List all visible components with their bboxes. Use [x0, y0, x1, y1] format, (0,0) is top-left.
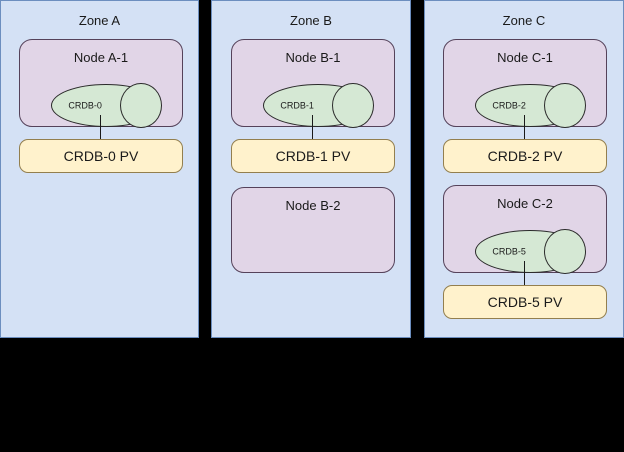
- database-cylinder-crdb-5[interactable]: CRDB-5: [475, 229, 586, 274]
- node-container-c-2[interactable]: Node C-2 CRDB-5: [443, 185, 607, 274]
- volume-label-crdb-2-pv: CRDB-2 PV: [487, 147, 563, 164]
- node-title-a-1: Node A-1: [73, 50, 129, 65]
- zone-container-c[interactable]: Zone C Node C-1 CRDB-2 CRDB-2 PV Node C-…: [424, 0, 624, 338]
- database-label-crdb-0: CRDB-0: [68, 100, 102, 110]
- database-label-crdb-1: CRDB-1: [280, 100, 314, 110]
- connector-node-b-1-to-crdb-1-pv: [312, 115, 313, 141]
- node-container-b-1[interactable]: Node B-1 CRDB-1: [231, 39, 395, 128]
- zone-title-b: Zone B: [290, 13, 332, 28]
- database-cylinder-crdb-0[interactable]: CRDB-0: [51, 83, 162, 128]
- node-title-b-1: Node B-1: [285, 50, 341, 65]
- node-title-c-1: Node C-1: [497, 50, 553, 65]
- connector-node-c-2-to-crdb-5-pv: [524, 261, 525, 287]
- volume-label-crdb-5-pv: CRDB-5 PV: [487, 293, 563, 310]
- zone-container-b[interactable]: Zone B Node B-1 CRDB-1 CRDB-1 PV Node B-…: [211, 0, 411, 338]
- volume-label-crdb-0-pv: CRDB-0 PV: [63, 147, 139, 164]
- zone-title-c: Zone C: [502, 13, 546, 28]
- volume-box-crdb-2-pv[interactable]: CRDB-2 PV: [443, 139, 607, 173]
- volume-box-crdb-0-pv[interactable]: CRDB-0 PV: [19, 139, 183, 173]
- node-container-c-1[interactable]: Node C-1 CRDB-2: [443, 39, 607, 128]
- cylinder-cap-icon: [544, 229, 586, 274]
- database-cylinder-crdb-1[interactable]: CRDB-1: [263, 83, 374, 128]
- node-title-b-2: Node B-2: [285, 198, 341, 213]
- database-label-crdb-2: CRDB-2: [492, 100, 526, 110]
- cylinder-cap-icon: [544, 83, 586, 128]
- connector-node-c-1-to-crdb-2-pv: [524, 115, 525, 141]
- volume-label-crdb-1-pv: CRDB-1 PV: [275, 147, 351, 164]
- zone-container-a[interactable]: Zone A Node A-1 CRDB-0 CRDB-0 PV: [0, 0, 199, 338]
- volume-box-crdb-1-pv[interactable]: CRDB-1 PV: [231, 139, 395, 173]
- node-title-c-2: Node C-2: [497, 196, 553, 211]
- database-label-crdb-5: CRDB-5: [492, 246, 526, 256]
- connector-node-a-1-to-crdb-0-pv: [100, 115, 101, 141]
- cylinder-cap-icon: [332, 83, 374, 128]
- node-container-a-1[interactable]: Node A-1 CRDB-0: [19, 39, 183, 128]
- cylinder-cap-icon: [120, 83, 162, 128]
- zone-title-a: Zone A: [78, 13, 121, 28]
- node-container-b-2[interactable]: Node B-2: [231, 187, 395, 273]
- volume-box-crdb-5-pv[interactable]: CRDB-5 PV: [443, 285, 607, 319]
- database-cylinder-crdb-2[interactable]: CRDB-2: [475, 83, 586, 128]
